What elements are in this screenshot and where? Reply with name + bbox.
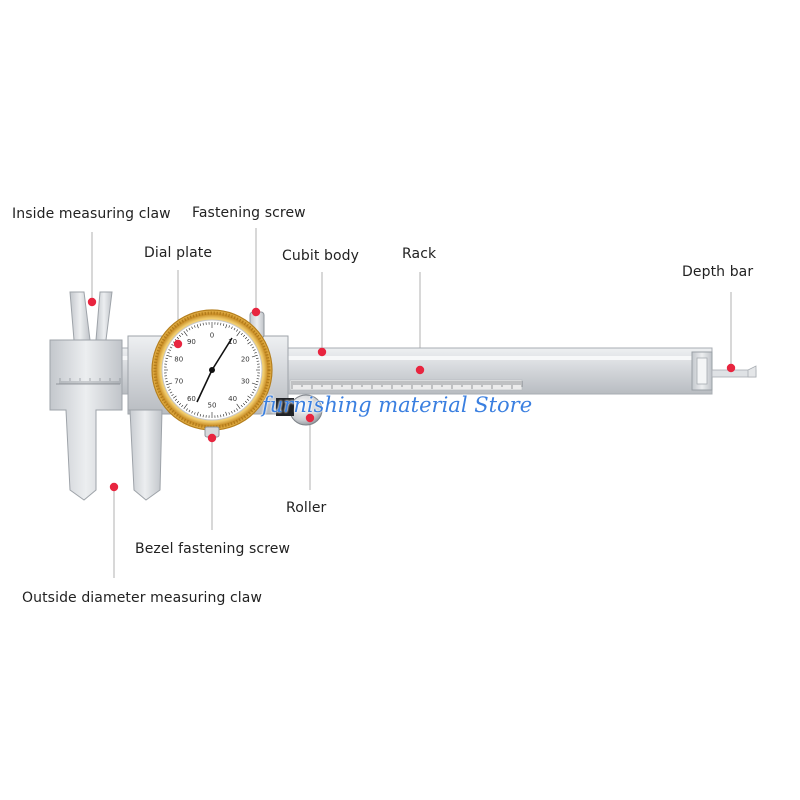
label-rack: Rack	[402, 246, 437, 262]
label-roller: Roller	[286, 500, 327, 516]
dial-number: 90	[187, 338, 196, 346]
dial-number: 80	[174, 356, 183, 364]
marker-inside-claw	[87, 297, 97, 307]
rack-scale	[291, 381, 523, 389]
dial-ticks	[164, 322, 260, 418]
marker-roller	[305, 413, 315, 423]
fixed-jaw-scale	[59, 378, 121, 384]
markers	[87, 297, 736, 492]
label-dial-plate: Dial plate	[144, 245, 213, 261]
dial-number: 20	[241, 356, 250, 364]
marker-bezel-screw	[207, 433, 217, 443]
label-bezel-fastening-screw: Bezel fastening screw	[135, 541, 290, 557]
label-outside-diameter-measuring-claw: Outside diameter measuring claw	[22, 590, 262, 606]
dial-number: 50	[208, 402, 217, 410]
label-inside-measuring-claw: Inside measuring claw	[12, 206, 171, 222]
marker-cubit-body	[317, 347, 327, 357]
marker-depth-bar	[726, 363, 736, 373]
marker-fastening-screw	[251, 307, 261, 317]
fixed-jaw	[49, 291, 123, 501]
label-cubit-body: Cubit body	[282, 248, 359, 264]
dial-number: 60	[187, 395, 196, 403]
dial-needle	[196, 369, 213, 403]
marker-rack	[415, 365, 425, 375]
dial-number: 40	[228, 395, 237, 403]
label-depth-bar: Depth bar	[682, 264, 754, 280]
dial-number: 30	[241, 377, 250, 385]
watermark: furnishing material Store	[262, 393, 533, 417]
dial-number: 70	[174, 377, 183, 385]
depth-bar-end	[691, 351, 757, 391]
leader-lines	[91, 228, 732, 578]
marker-dial-plate	[173, 339, 183, 349]
dial: 0 10 20 30 40 50 60 70 80 90	[151, 309, 273, 431]
marker-outside-claw	[109, 482, 119, 492]
dial-number: 0	[210, 332, 214, 340]
label-fastening-screw: Fastening screw	[192, 205, 306, 221]
dial-numbers: 0 10 20 30 40 50 60 70 80 90	[174, 332, 249, 410]
dial-number: 10	[228, 338, 237, 346]
